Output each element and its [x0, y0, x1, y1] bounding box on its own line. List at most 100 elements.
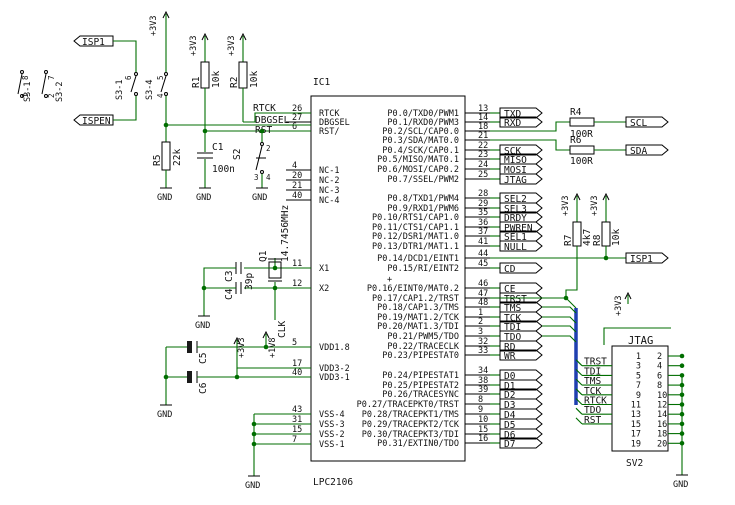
capacitor-c6: C6 [166, 371, 311, 394]
svg-text:10k: 10k [611, 229, 622, 246]
ic-right-pin-name: P0.10/RTS1/CAP1.0 [372, 213, 459, 223]
jtag-signal-label: TRST [584, 357, 607, 368]
ic-right-pin-num: 44 [478, 249, 488, 259]
ic-right-pin-num: 47 [478, 289, 488, 299]
switch-legend: S3-1 S3-2 8 7 1 2 [17, 70, 65, 102]
svg-text:4: 4 [156, 93, 165, 98]
ic-right-pin-name: P0.22/TRACECLK [387, 342, 460, 352]
ic-right-pin-num: 23 [478, 150, 488, 160]
ic-right-pin-num: 18 [478, 122, 488, 132]
ic-right-pin-name: P0.14/DCD1/EINT1 [377, 254, 459, 264]
net-ports: TXDRXDSCKMISOMOSIJTAGSEL2SEL3DRDYPWRENSE… [490, 107, 543, 450]
svg-text:SCL: SCL [630, 118, 647, 129]
net-port-label: TCK [504, 313, 521, 324]
net-port [499, 340, 543, 352]
resistor-r1: +3V3 R1 10k [189, 32, 222, 131]
ic-left-pin-name: VSS-4 [319, 410, 345, 420]
svg-text:R4: R4 [570, 107, 582, 118]
net-port [499, 320, 543, 332]
net-port-label: TRST [504, 294, 527, 305]
jtag-pin-left: 15 [631, 420, 641, 430]
net-port-label: D5 [504, 420, 515, 431]
jtag-pin-left: 11 [631, 401, 641, 411]
svg-text:10k: 10k [211, 71, 222, 88]
ic-right-pin-name: P0.17/CAP1.2/TRST [372, 294, 459, 304]
ic-left-pin-num: 15 [292, 425, 302, 435]
net-port [499, 262, 543, 274]
svg-text:100R: 100R [570, 129, 593, 140]
svg-text:2: 2 [47, 93, 56, 98]
ic-right-pin-num: 34 [478, 366, 488, 376]
net-port-label: RXD [504, 118, 521, 129]
jtag-pin-left: 19 [631, 439, 641, 449]
net-port-label: PWREN [504, 223, 533, 234]
jtag-pin-left: 3 [636, 362, 641, 372]
ic-right-pin-num: 35 [478, 208, 488, 218]
net-port [499, 369, 543, 381]
ic-right-pin-name: P0.31/EXTIN0/TDO [377, 439, 459, 449]
ic-right-pin-num: 39 [478, 385, 488, 395]
ic-right-pin-name: P0.23/PIPESTAT0 [382, 351, 459, 361]
net-port [499, 301, 543, 313]
jtag-pin-left: 13 [631, 410, 641, 420]
net-port [499, 202, 543, 214]
net-port-label: D3 [504, 400, 515, 411]
jtag-pin-right: 2 [657, 352, 662, 362]
ic-right-pin-num: 8 [478, 395, 483, 405]
net-port [499, 282, 543, 294]
jtag-signal-label: TMS [584, 376, 601, 387]
capacitor-c5: C5 [166, 341, 311, 364]
crystal-q1: Q1 14.7456MHz CLK [258, 205, 311, 338]
ic-right-pin-name: P0.20/MAT1.3/TDI [377, 322, 459, 332]
svg-text:JTAG: JTAG [628, 335, 653, 347]
ic-right-pin-name: P0.0/TXD0/PWM1 [387, 109, 459, 119]
net-port [499, 418, 543, 430]
net-port [499, 388, 543, 400]
svg-text:8: 8 [21, 75, 30, 80]
svg-text:S3-1: S3-1 [23, 82, 33, 102]
ic-right-pin-num: 2 [478, 317, 483, 327]
jtag-pin-left: 9 [636, 391, 641, 401]
ic-left-pin-num: 27 [292, 113, 302, 123]
net-port-label: SEL1 [504, 232, 527, 243]
capacitors-c3-c4: C3 C4 39p GND [195, 262, 278, 331]
jtag-pin-right: 10 [657, 391, 667, 401]
svg-text:+1V8: +1V8 [268, 338, 278, 358]
ic-right-pin-name: P0.12/DSR1/MAT1.0 [372, 232, 459, 242]
net-port-label: MISO [504, 155, 527, 166]
svg-text:GND: GND [157, 410, 172, 420]
svg-text:C1: C1 [212, 142, 224, 153]
ic-left-pin-name: X2 [319, 284, 329, 294]
jtag-pin-right: 16 [657, 420, 667, 430]
ic-left-pin-num: 43 [292, 405, 302, 415]
ic-left-pin-num: 5 [292, 338, 297, 348]
ispen-port-label: ISPEN [82, 116, 111, 127]
svg-text:S3-2: S3-2 [55, 82, 65, 102]
ic-right-pin-num: 36 [478, 218, 488, 228]
net-port [499, 428, 543, 440]
ic-right-pin-num: 38 [478, 376, 488, 386]
svg-text:+3V3: +3V3 [189, 36, 199, 56]
jtag-pin-left: 7 [636, 381, 641, 391]
supply-3v3-s3: +3V3 [149, 10, 170, 44]
ic-right-pin-name: P0.9/RXD1/PWM6 [387, 204, 459, 214]
ic1-body [310, 95, 466, 462]
ic-right-pin-num: 48 [478, 298, 488, 308]
net-port [499, 437, 543, 449]
ic-right-pin-num: 9 [478, 405, 483, 415]
ic-right-pin-num: 14 [478, 113, 488, 123]
ic-left-pin-num: 40 [292, 191, 302, 201]
net-port-label: TXD [504, 109, 521, 120]
ic-right-pin-name: P0.19/MAT1.2/TCK [377, 313, 460, 323]
ic-left-pin-name: VSS-3 [319, 420, 345, 430]
net-port [499, 408, 543, 420]
jtag-pin-right: 20 [657, 439, 667, 449]
svg-text:ISP1: ISP1 [630, 254, 653, 265]
svg-text:14.7456MHz: 14.7456MHz [280, 205, 291, 262]
jtag-pin-right: 6 [657, 371, 662, 381]
net-port-label: SEL2 [504, 194, 527, 205]
ic-right-pin-num: 21 [478, 131, 488, 141]
ic-right-pin-num: 45 [478, 259, 488, 269]
